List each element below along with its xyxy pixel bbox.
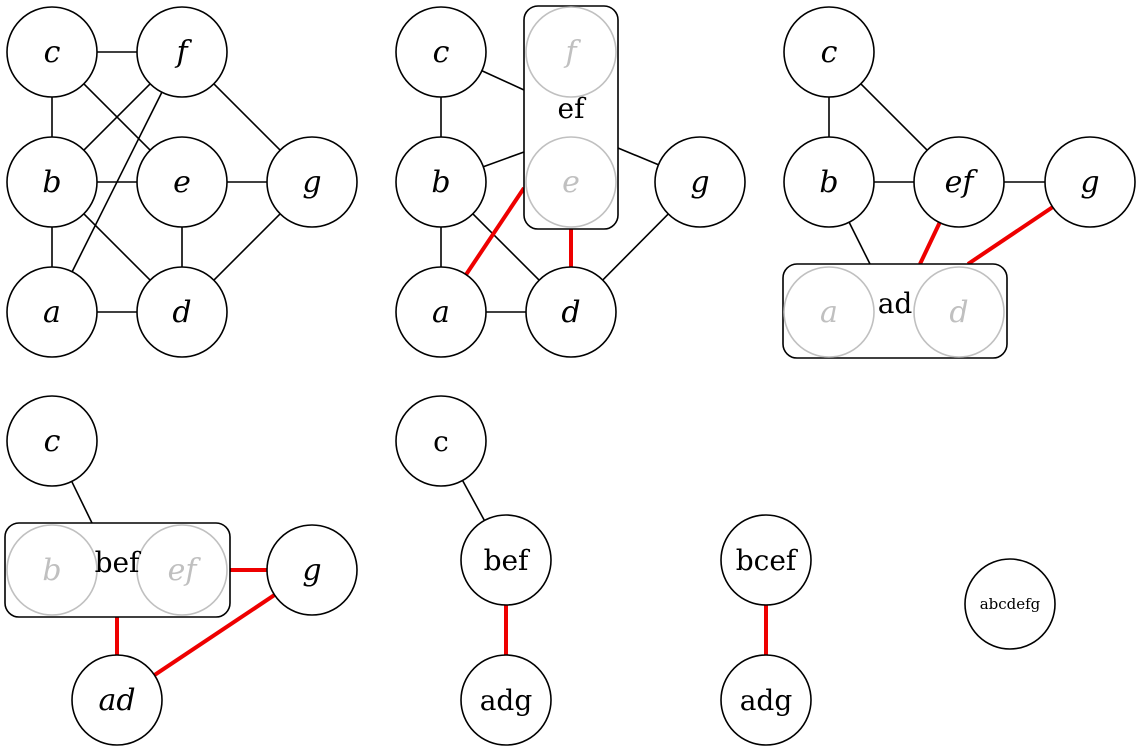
node-label-step-2-g: g	[690, 165, 709, 200]
edge-step-2-g-d	[602, 213, 669, 281]
node-step-4-ad	[71, 654, 163, 746]
edge-step-1-b-d	[83, 213, 151, 281]
node-step-3-a	[783, 266, 875, 358]
node-step-7-abcdefg	[964, 558, 1056, 650]
node-step-2-e	[525, 136, 617, 228]
edge-step-5-c-bef	[461, 480, 486, 521]
merge-boxes-layer	[4, 5, 1008, 618]
merge-box-step-4	[4, 522, 231, 618]
node-label-step-4-c: c	[44, 424, 61, 459]
node-label-step-7-abcdefg: abcdefg	[980, 595, 1041, 613]
edge-step-3-b-ad	[848, 221, 871, 265]
node-step-1-f	[136, 6, 228, 98]
node-label-step-2-d: d	[561, 295, 580, 330]
node-label-step-1-a: a	[43, 295, 61, 330]
edge-step-4-c-bef	[71, 481, 93, 524]
node-label-step-6-bcef: bcef	[736, 544, 799, 577]
edges-layer	[51, 51, 1054, 677]
edge-step-3-c-ef	[860, 83, 928, 151]
node-label-step-1-d: d	[172, 295, 191, 330]
node-label-step-1-b: b	[42, 165, 61, 200]
contracted-edge-step-3-ef-ad	[918, 221, 942, 265]
node-label-step-4-ef: ef	[168, 553, 202, 588]
node-step-6-bcef	[720, 514, 812, 606]
node-label-step-3-a: a	[820, 295, 838, 330]
contracted-edge-step-2-a-ef	[464, 186, 526, 276]
node-label-step-2-a: a	[432, 295, 450, 330]
contracted-edge-step-4-g-ad	[153, 593, 276, 677]
merge-box-label-step-4: bef	[95, 546, 142, 579]
node-step-1-e	[136, 136, 228, 228]
node-step-4-g	[266, 524, 358, 616]
node-step-2-d	[525, 266, 617, 358]
node-step-2-b	[395, 136, 487, 228]
node-step-5-adg	[460, 654, 552, 746]
node-step-2-a	[395, 266, 487, 358]
contracted-edge-step-3-g-ad	[966, 205, 1054, 266]
node-label-step-2-b: b	[431, 165, 450, 200]
node-step-3-c	[783, 6, 875, 98]
node-label-step-3-d: d	[949, 295, 968, 330]
node-step-3-d	[913, 266, 1005, 358]
merge-box-step-2	[523, 5, 619, 230]
merge-box-step-3	[782, 263, 1008, 359]
node-step-4-b	[6, 524, 98, 616]
node-label-step-1-e: e	[173, 165, 191, 200]
node-label-step-4-b: b	[42, 553, 61, 588]
merge-box-label-step-3: ad	[878, 287, 913, 320]
edge-step-2-c-ef	[481, 70, 525, 91]
edge-step-1-g-d	[213, 213, 281, 281]
node-step-1-g	[266, 136, 358, 228]
edge-step-1-f-b	[83, 83, 151, 151]
edge-step-2-b-ef	[483, 151, 525, 168]
node-step-3-b	[783, 136, 875, 228]
node-label-step-1-c: c	[44, 35, 61, 70]
node-label-step-4-g: g	[302, 553, 321, 588]
node-step-5-c	[395, 395, 487, 487]
node-label-step-4-ad: ad	[98, 683, 135, 718]
node-label-step-1-g: g	[302, 165, 321, 200]
node-label-step-6-adg: adg	[740, 684, 793, 717]
edge-step-2-ef-g	[617, 147, 659, 166]
node-label-step-3-ef: ef	[945, 165, 979, 200]
node-step-4-ef	[136, 524, 228, 616]
node-step-3-g	[1044, 136, 1136, 228]
node-label-step-2-c: c	[433, 35, 450, 70]
merge-box-label-step-2: ef	[558, 92, 588, 125]
node-step-2-g	[654, 136, 746, 228]
node-label-step-2-e: e	[562, 165, 580, 200]
node-step-1-b	[6, 136, 98, 228]
node-step-2-c	[395, 6, 487, 98]
node-label-step-5-adg: adg	[480, 684, 533, 717]
node-step-1-c	[6, 6, 98, 98]
node-step-6-adg	[720, 654, 812, 746]
node-label-step-3-b: b	[819, 165, 838, 200]
node-step-4-c	[6, 395, 98, 487]
node-label-step-5-c: c	[433, 425, 449, 458]
edge-step-1-f-g	[213, 83, 281, 151]
node-step-2-f	[525, 6, 617, 98]
node-step-1-d	[136, 266, 228, 358]
nodes-layer	[6, 6, 1136, 746]
node-step-3-ef	[913, 136, 1005, 228]
node-step-5-bef	[460, 514, 552, 606]
edge-step-2-b-d	[472, 213, 540, 281]
node-label-step-3-g: g	[1080, 165, 1099, 200]
node-step-1-a	[6, 266, 98, 358]
node-label-step-5-bef: bef	[484, 544, 531, 577]
node-label-step-3-c: c	[821, 35, 838, 70]
